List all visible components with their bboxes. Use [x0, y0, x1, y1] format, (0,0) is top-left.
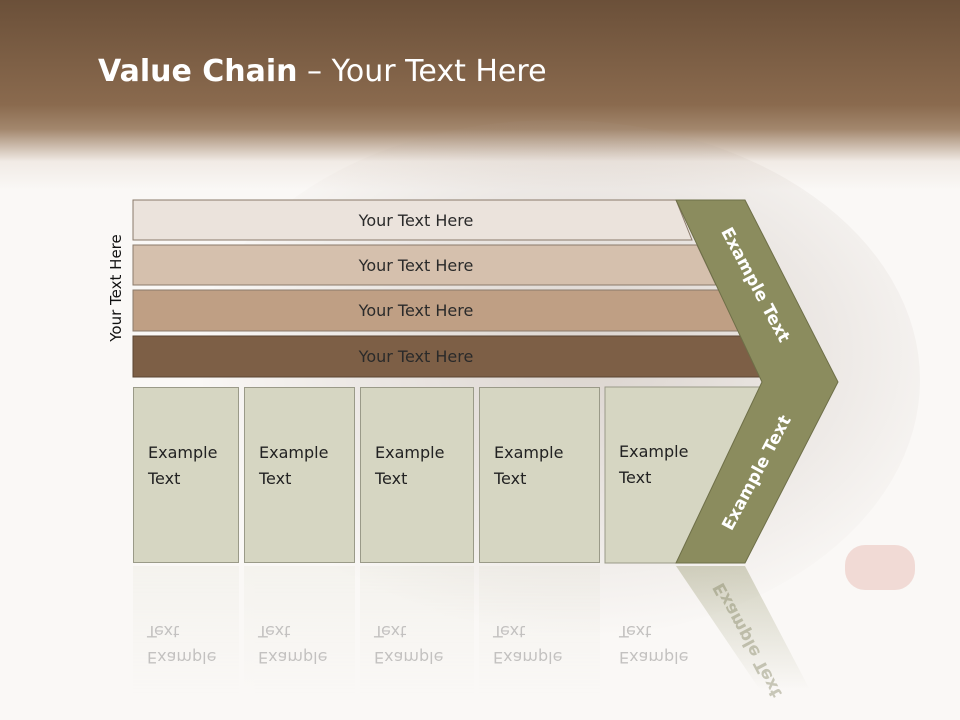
activity-box-5: Example Text [605, 387, 705, 563]
title-bold: Value Chain [98, 54, 298, 89]
chevron-reflection [676, 566, 810, 690]
bar-label-1: Your Text Here [358, 210, 474, 230]
bar-label-3: Your Text Here [358, 301, 474, 320]
title-rest: – Your Text Here [297, 54, 547, 89]
activity-box-4: Example Text [479, 387, 600, 563]
box-line1: Example [494, 443, 564, 462]
bar-shape-1 [132, 199, 693, 241]
page-title: Value Chain – Your Text Here [98, 54, 547, 89]
box-line2: Text [619, 468, 652, 487]
chevron-shape [675, 199, 839, 564]
box-line2: Text [494, 469, 527, 488]
bar-label-2: Your Text Here [358, 255, 474, 275]
activity-box-1: Example Text [133, 387, 239, 563]
box-line1: Example [619, 442, 689, 461]
box-line2: Text [259, 469, 292, 488]
activity-box-3: Example Text [360, 387, 474, 563]
activity-box-2: Example Text [244, 387, 355, 563]
bar-label-4: Your Text Here [358, 347, 474, 366]
hamster-paw-image [845, 545, 915, 590]
box-line1: Example [259, 443, 329, 462]
header-band [0, 0, 960, 190]
box-line1: Example [375, 443, 445, 462]
box-line2: Text [375, 469, 408, 488]
box-line2: Text [148, 469, 181, 488]
box-line1: Example [148, 443, 218, 462]
